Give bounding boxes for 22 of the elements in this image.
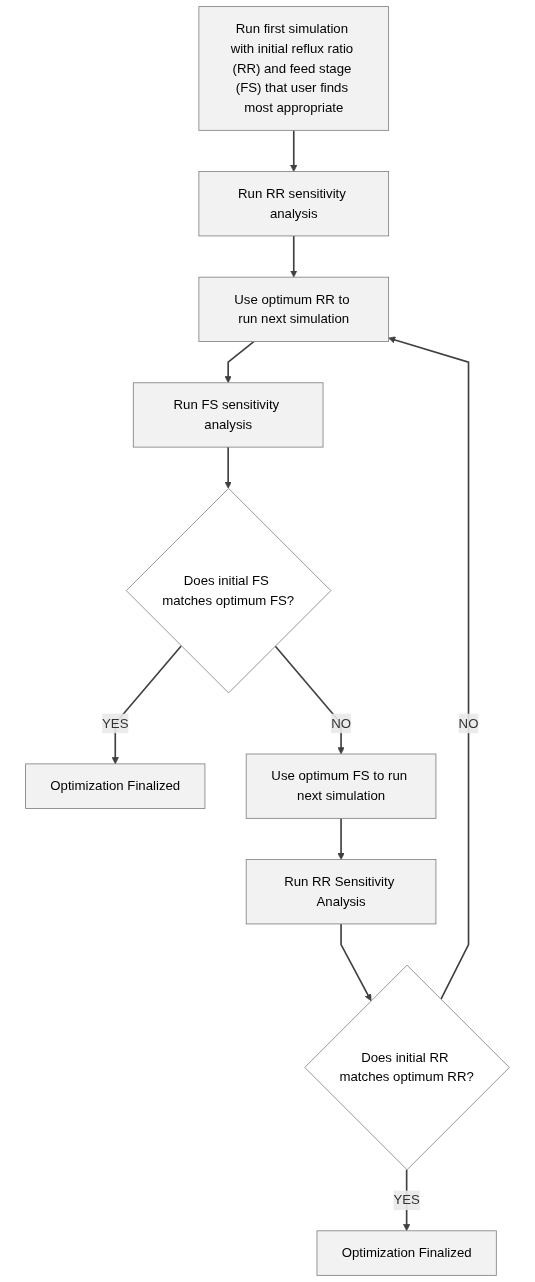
arrow [388, 336, 470, 1001]
node-box: Use optimum RR to run next simulation [198, 276, 390, 342]
node-box: Optimization Finalized [25, 763, 206, 809]
node-box: Run first simulation with initial reflux ratio (RR) and feed stage (FS) that user finds most appropriate [198, 6, 390, 131]
node-box: Optimization Finalized [316, 1230, 497, 1276]
arrow [340, 923, 372, 1002]
arrow [290, 129, 298, 172]
edge-label: NO [331, 716, 351, 731]
node-diamond: Does initial RR matches optimum RR? [304, 964, 510, 1171]
node-box: Run RR Sensitivity Analysis [245, 859, 437, 925]
arrow [224, 446, 232, 489]
node-box: Use optimum FS to run next simulation [245, 753, 437, 819]
arrow [274, 645, 345, 755]
arrow [224, 340, 255, 384]
arrow [337, 817, 345, 860]
edge-label: YES [102, 716, 129, 731]
arrow [290, 235, 298, 278]
edge-label: YES [393, 1192, 420, 1207]
node-box: Run FS sensitivity analysis [132, 382, 324, 448]
node-diamond: Does initial FS matches optimum FS? [125, 487, 332, 694]
edge-label: NO [458, 716, 479, 731]
node-box: Run RR sensitivity analysis [198, 171, 390, 237]
